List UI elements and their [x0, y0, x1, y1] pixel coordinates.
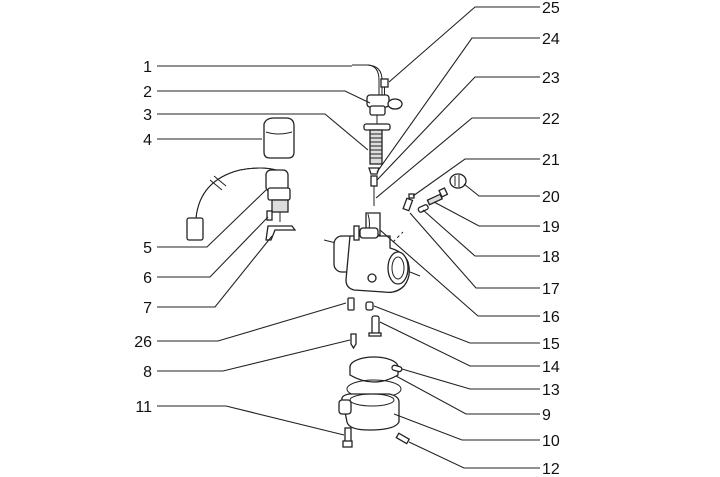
part-idle-screw	[417, 187, 449, 213]
part-nut-15	[365, 301, 374, 311]
callout-13: 13	[542, 382, 560, 399]
right-callouts: 25 24 23 22 21 20 19 18 17 16 15 14 13 9…	[542, 0, 560, 477]
part-screw-21	[402, 193, 415, 212]
callout-15: 15	[542, 336, 560, 353]
leader-lines	[157, 6, 540, 469]
callout-11: 11	[135, 399, 152, 416]
part-float-bowl	[338, 379, 402, 431]
part-screw-6	[266, 210, 273, 221]
callout-18: 18	[542, 249, 560, 266]
callout-19: 19	[542, 219, 560, 236]
callout-2: 2	[143, 84, 152, 101]
part-adjuster-cap	[449, 173, 467, 189]
callout-23: 23	[542, 70, 560, 87]
callout-8: 8	[143, 364, 152, 381]
callout-4: 4	[143, 132, 152, 149]
part-bracket	[265, 225, 297, 241]
part-drain-screw	[395, 432, 411, 445]
part-jet-26	[347, 297, 355, 311]
callout-24: 24	[542, 31, 560, 48]
callout-5: 5	[143, 240, 152, 257]
callout-17: 17	[542, 281, 560, 298]
part-screw-25	[380, 78, 389, 88]
callout-12: 12	[542, 461, 560, 477]
callout-25: 25	[542, 0, 560, 17]
left-callouts: 1 2 3 4 5 6 7 26 8 11	[134, 59, 152, 416]
part-spring	[363, 123, 391, 165]
callout-16: 16	[542, 309, 560, 326]
callout-20: 20	[542, 189, 560, 206]
part-carburettor-body	[323, 225, 421, 294]
callout-6: 6	[143, 270, 152, 287]
parts-drawing	[186, 64, 467, 448]
part-bowl-screw	[344, 427, 352, 443]
part-fuel-hose	[352, 64, 383, 96]
callout-14: 14	[542, 359, 560, 376]
callout-22: 22	[542, 111, 560, 128]
part-float	[349, 356, 399, 383]
callout-3: 3	[143, 107, 152, 124]
part-main-jet	[371, 315, 380, 335]
callout-1: 1	[143, 59, 152, 76]
callout-26: 26	[134, 334, 152, 351]
callout-7: 7	[143, 300, 152, 317]
callout-10: 10	[542, 433, 560, 450]
part-float-pin	[391, 364, 403, 373]
part-electric-choke	[186, 167, 291, 241]
part-clip	[368, 167, 380, 175]
callout-9: 9	[542, 407, 551, 424]
part-choke-cap	[263, 117, 295, 159]
part-fuel-fitting	[366, 94, 403, 116]
callout-21: 21	[542, 152, 560, 169]
part-needle-valve	[350, 333, 357, 350]
part-needle-retainer	[370, 175, 378, 187]
